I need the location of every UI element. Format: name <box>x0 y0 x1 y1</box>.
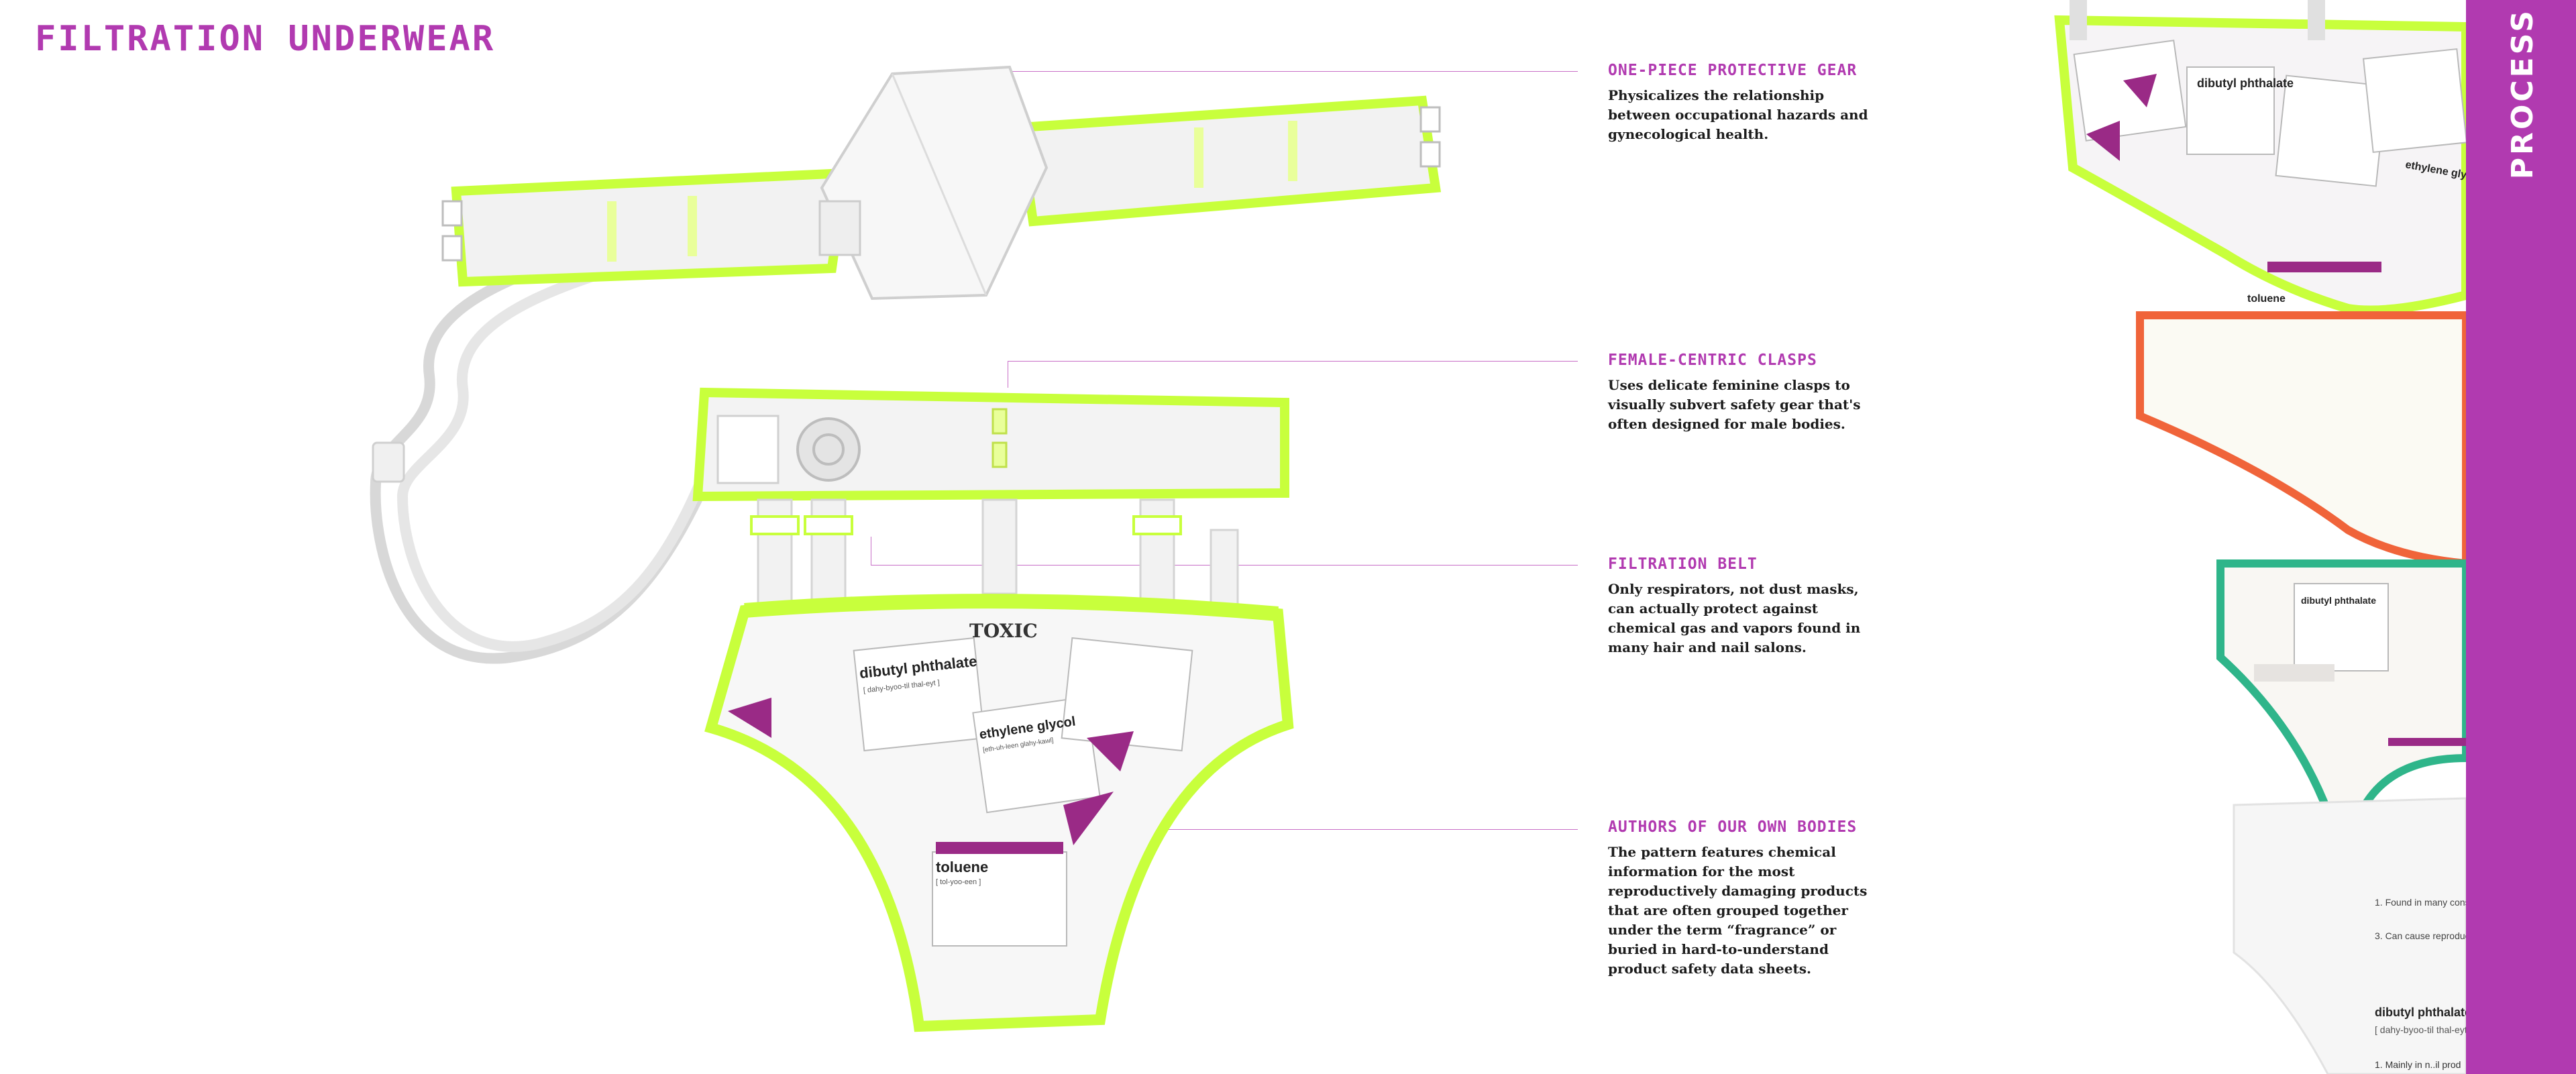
annotation-body: The pattern features chemical informatio… <box>1608 844 1868 977</box>
process-print-text-3: 1. Mainly in n..il prod <box>2375 1059 2461 1070</box>
process-print-chemical-4: dibutyl phthalate <box>2301 595 2376 606</box>
annotation-heading: ONE-PIECE PROTECTIVE GEAR <box>1608 62 1858 79</box>
leader-line-gear <box>1005 71 1578 72</box>
annotation-body: Physicalizes the relationship between oc… <box>1608 87 1868 142</box>
print-chemical-3-phonetic: [ tol-yoo-een ] <box>936 878 981 886</box>
process-print-chemical-2: dibutyl phthalate <box>2197 76 2294 90</box>
process-photo-strip <box>2012 0 2471 1074</box>
annotation-protective-gear: ONE-PIECE PROTECTIVE GEAR Physicalizes t… <box>1608 62 1890 144</box>
annotation-female-clasps: FEMALE-CENTRIC CLASPS Uses delicate femi… <box>1608 352 1890 434</box>
page-title: FILTRATION UNDERWEAR <box>35 19 496 59</box>
process-print-phonetic: [ dahy-byoo-til thal-eyt ] <box>2375 1024 2473 1035</box>
process-sidebar <box>2466 0 2576 1074</box>
annotation-filtration-belt: FILTRATION BELT Only respirators, not du… <box>1608 555 1890 657</box>
process-print-chemical-5: dibutyl phthalate <box>2375 1006 2471 1019</box>
annotation-heading: AUTHORS OF OUR OWN BODIES <box>1608 818 1858 836</box>
annotation-heading: FILTRATION BELT <box>1608 555 1758 573</box>
process-label-text: PROCESS <box>2505 8 2540 180</box>
brand-label: TOXIC <box>969 620 1038 642</box>
print-chemical-3: toluene <box>936 859 988 875</box>
annotation-heading: FEMALE-CENTRIC CLASPS <box>1608 352 1817 369</box>
filter-cartridge-icon <box>796 417 861 482</box>
process-print-chemical-3: toluene <box>2247 293 2286 305</box>
leader-line-clasps <box>1008 361 1578 362</box>
leader-line-authors <box>1108 829 1578 830</box>
underwear-brief <box>704 594 1294 1032</box>
annotation-body: Uses delicate feminine clasps to visuall… <box>1608 377 1861 432</box>
process-print-text-2: 3. Can cause reproductive <box>2375 930 2485 941</box>
filtration-belt <box>692 387 1289 502</box>
annotation-body: Only respirators, not dust masks, can ac… <box>1608 581 1861 655</box>
respirator-mask <box>818 65 1049 301</box>
tube-clip <box>372 441 405 483</box>
process-sidebar-label[interactable]: PROCESS <box>2482 8 2563 179</box>
annotation-authors-bodies: AUTHORS OF OUR OWN BODIES The pattern fe… <box>1608 818 1890 979</box>
mask-strap <box>441 95 1442 287</box>
